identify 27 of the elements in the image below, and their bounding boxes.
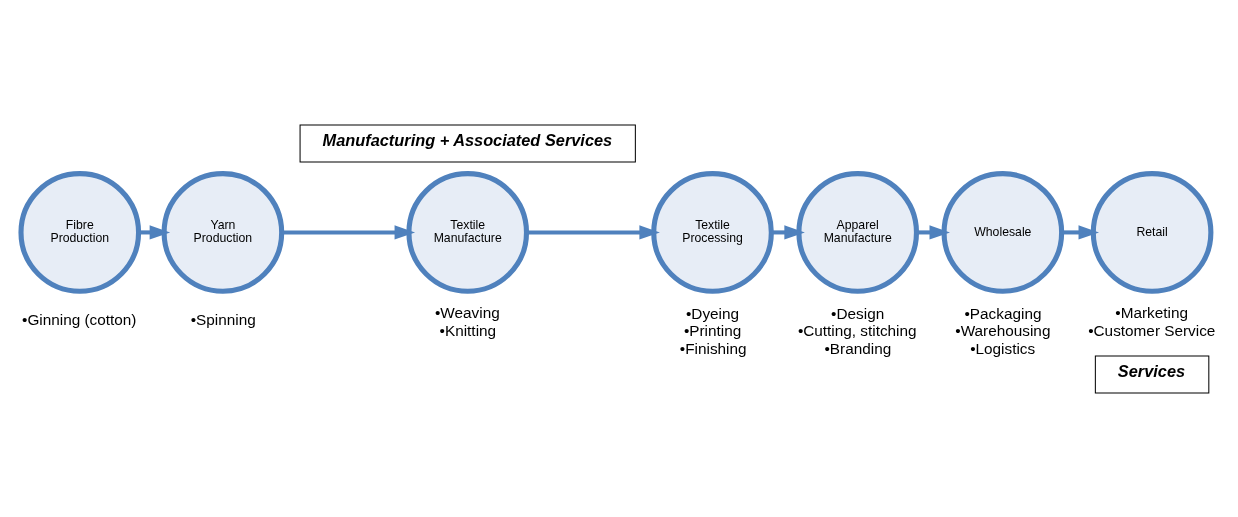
node-circle: Fibre Production: [18, 170, 142, 294]
node-label: •Spinning: [190, 310, 256, 328]
node-box: Services: [1094, 355, 1210, 393]
node-label: •Customer Service: [1088, 321, 1216, 339]
node-label: •Marketing: [1115, 303, 1188, 321]
arrow: [526, 224, 660, 240]
arrow: [281, 224, 416, 240]
node-label: •Finishing: [679, 339, 747, 357]
node-label: •Branding: [824, 339, 892, 357]
node-circle: Textile Processing: [651, 170, 774, 294]
node-circle: Apparel Manufacture: [796, 170, 920, 294]
node-circle: Yarn Production: [161, 170, 285, 294]
node-label: •Weaving: [435, 303, 500, 321]
node-box: Manufacturing + Associated Services: [299, 124, 636, 162]
node-circle: Retail: [1090, 170, 1214, 294]
node-label: •Ginning (cotton): [22, 310, 137, 328]
node-label: •Packaging: [964, 304, 1042, 322]
node-label: •Printing: [683, 321, 742, 339]
node-label: •Warehousing: [955, 321, 1051, 339]
node-label: •Logistics: [970, 339, 1036, 357]
node-circle: Wholesale: [941, 170, 1065, 294]
arrow: [1062, 224, 1099, 240]
node-label: •Dyeing: [685, 304, 740, 322]
node-label: •Design: [831, 304, 885, 322]
node-circle: Textile Manufacture: [406, 170, 530, 294]
node-label: •Cutting, stitching: [797, 321, 917, 339]
node-label: •Knitting: [439, 321, 497, 339]
